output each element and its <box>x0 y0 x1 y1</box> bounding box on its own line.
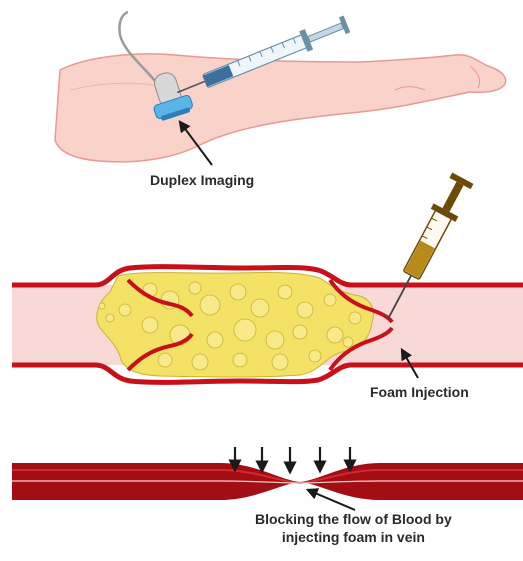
label-blocking-line1: Blocking the flow of Blood by <box>255 510 452 528</box>
label-foam-injection: Foam Injection <box>370 383 469 401</box>
leg-illustration <box>55 54 506 162</box>
vein-with-foam <box>12 267 523 383</box>
label-blocking-line2: injecting foam in vein <box>255 528 452 546</box>
label-duplex-imaging: Duplex Imaging <box>150 171 254 189</box>
label-blocking: Blocking the flow of Blood by injecting … <box>255 510 452 546</box>
collapsed-vein <box>12 463 523 500</box>
leg <box>55 54 506 162</box>
